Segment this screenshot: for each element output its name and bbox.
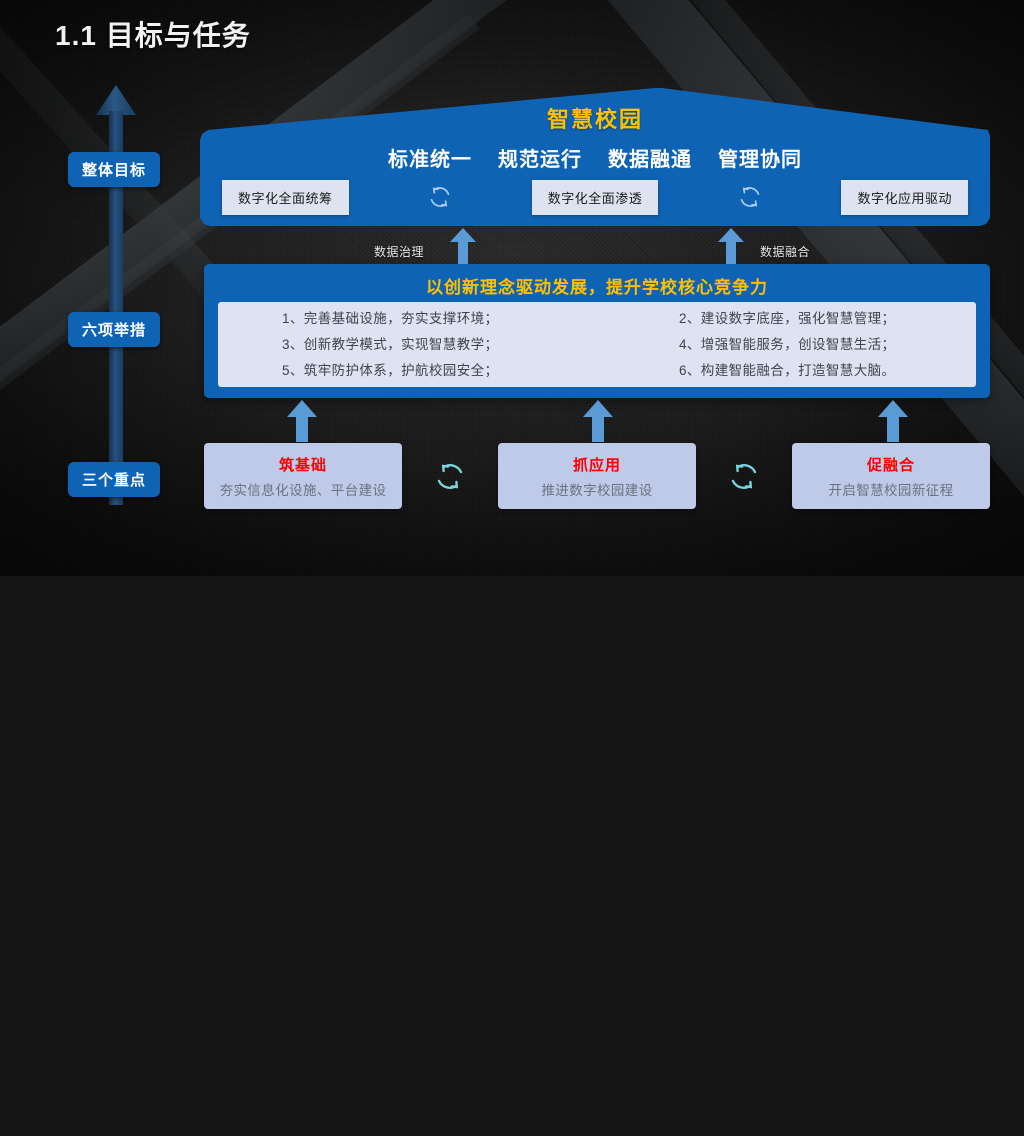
banner-keywords: 标准统一 规范运行 数据融通 管理协同 bbox=[200, 143, 990, 172]
panel-title: 以创新理念驱动发展，提升学校核心竞争力 bbox=[426, 278, 768, 297]
list-item: 5、筑牢防护体系，护航校园安全； bbox=[282, 362, 499, 378]
banner-keyword: 数据融通 bbox=[608, 149, 692, 171]
banner-keyword: 管理协同 bbox=[718, 149, 802, 171]
top-roof-banner: 智慧校园 标准统一 规范运行 数据融通 管理协同 数字化全面统筹 数字化全面渗透 数字… bbox=[200, 88, 990, 226]
axis-shaft bbox=[109, 111, 123, 505]
card-title: 促融合 bbox=[866, 456, 915, 474]
list-item: 2、建设数字底座，强化智慧管理； bbox=[679, 310, 896, 326]
up-arrow-icon bbox=[450, 228, 476, 264]
banner-keyword: 标准统一 bbox=[388, 149, 472, 171]
measures-list: 1、完善基础设施，夯实支撑环境； 2、建设数字底座，强化智慧管理； 3、创新教学… bbox=[218, 302, 976, 387]
six-measures-panel: 以创新理念驱动发展，提升学校核心竞争力 1、完善基础设施，夯实支撑环境； 2、建… bbox=[204, 264, 990, 398]
sidebar-item-three-priorities[interactable]: 三个重点 bbox=[68, 462, 161, 497]
cycle-arrows-icon bbox=[430, 456, 470, 496]
list-item: 6、构建智能融合，打造智慧大脑。 bbox=[679, 362, 896, 378]
sidebar-item-overall-goal[interactable]: 整体目标 bbox=[68, 152, 161, 187]
card-subtitle: 开启智慧校园新征程 bbox=[828, 482, 954, 498]
sidebar-item-six-measures[interactable]: 六项举措 bbox=[68, 312, 161, 347]
cycle-arrows-icon bbox=[735, 182, 765, 212]
up-arrow-icon bbox=[287, 400, 317, 442]
card-title: 抓应用 bbox=[572, 456, 621, 474]
three-priorities-row: 筑基础 夯实信息化设施、平台建设 抓应用 推进数字校园建设 促融合 开启智慧校园… bbox=[204, 443, 990, 509]
arrow-shaft bbox=[726, 240, 736, 264]
banner-chip-application-driven[interactable]: 数字化应用驱动 bbox=[841, 179, 968, 215]
arrow-shaft bbox=[458, 240, 468, 264]
priority-card-foundation[interactable]: 筑基础 夯实信息化设施、平台建设 bbox=[204, 443, 402, 509]
card-subtitle: 推进数字校园建设 bbox=[541, 482, 653, 498]
arrow-shaft bbox=[887, 415, 899, 442]
priority-card-application[interactable]: 抓应用 推进数字校园建设 bbox=[498, 443, 696, 509]
list-item: 4、增强智能服务，创设智慧生活； bbox=[679, 336, 896, 352]
up-arrow-icon bbox=[583, 400, 613, 442]
up-arrow-icon bbox=[718, 228, 744, 264]
page-title: 1.1 目标与任务 bbox=[55, 20, 251, 51]
card-title: 筑基础 bbox=[278, 456, 327, 474]
arrow-shaft bbox=[592, 415, 604, 442]
banner-title: 智慧校园 bbox=[546, 107, 643, 132]
up-arrow-icon bbox=[878, 400, 908, 442]
banner-chip-penetration[interactable]: 数字化全面渗透 bbox=[531, 179, 659, 215]
card-subtitle: 夯实信息化设施、平台建设 bbox=[219, 482, 387, 498]
cycle-arrows-icon bbox=[724, 456, 764, 496]
connector-label-data-governance: 数据治理 bbox=[374, 245, 425, 259]
list-item: 3、创新教学模式，实现智慧教学； bbox=[282, 336, 499, 352]
vertical-progress-axis bbox=[96, 85, 136, 505]
banner-keyword: 规范运行 bbox=[498, 149, 582, 171]
arrow-shaft bbox=[296, 415, 308, 442]
banner-chip-planning[interactable]: 数字化全面统筹 bbox=[222, 179, 349, 215]
priority-card-integration[interactable]: 促融合 开启智慧校园新征程 bbox=[792, 443, 990, 509]
cycle-arrows-icon bbox=[425, 182, 455, 212]
list-item: 1、完善基础设施，夯实支撑环境； bbox=[282, 310, 499, 326]
banner-chip-row: 数字化全面统筹 数字化全面渗透 数字化应用驱动 bbox=[222, 179, 968, 215]
connector-label-data-fusion: 数据融合 bbox=[760, 245, 811, 259]
